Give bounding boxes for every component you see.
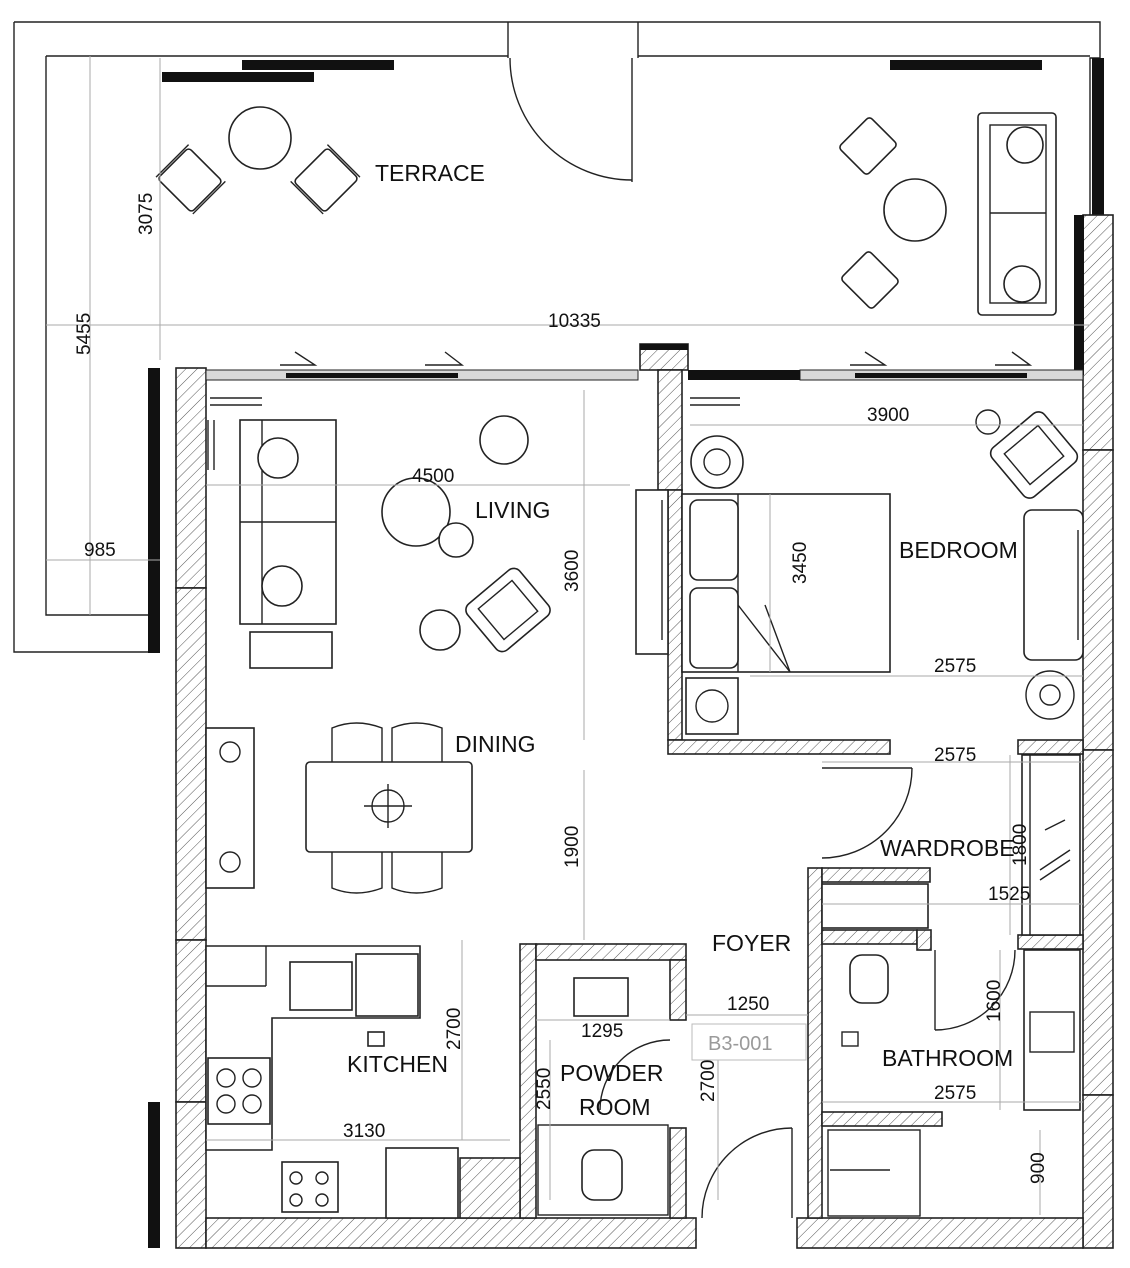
dim-foyer-depth: 2700 <box>698 1060 719 1102</box>
dimension-lines <box>46 56 1090 1215</box>
wardrobe-door <box>821 767 913 859</box>
dim-terrace-height: 3075 <box>136 193 157 235</box>
terrace-door <box>509 57 633 182</box>
dim-shower-depth: 900 <box>1028 1152 1049 1184</box>
dim-kitchen-width: 3130 <box>343 1121 385 1142</box>
dim-total-width: 10335 <box>548 311 601 332</box>
dim-kitchen-depth: 2700 <box>444 1008 465 1050</box>
room-label-powder-room: ROOM <box>579 1094 651 1120</box>
interior-walls <box>459 369 1084 1219</box>
room-label-foyer: FOYER <box>712 930 791 956</box>
unit-tag: B3-001 <box>708 1033 773 1055</box>
room-label-living: LIVING <box>475 497 550 523</box>
powder-door <box>599 1039 671 1111</box>
dim-powder-width: 1295 <box>581 1021 623 1042</box>
apartment-walls <box>148 214 1114 1249</box>
bathroom-fixtures <box>827 949 1081 1217</box>
bathroom-door <box>934 949 1016 1031</box>
dim-living-width: 4500 <box>412 466 454 487</box>
dim-dining-depth: 1900 <box>562 826 583 868</box>
terrace-seating-right <box>839 112 1057 316</box>
dim-wardrobe-depth: 1800 <box>1010 824 1031 866</box>
dim-bed-length: 3450 <box>790 542 811 584</box>
dim-bath-width: 2575 <box>934 1083 976 1104</box>
unit-tag-box <box>691 1023 807 1061</box>
room-label-wardrobe: WARDROBE <box>880 835 1015 861</box>
terrace-seating-left <box>155 106 361 215</box>
bedroom-furniture <box>635 409 1084 735</box>
dim-total-height: 5455 <box>74 313 95 355</box>
dim-powder-depth: 2550 <box>534 1068 555 1110</box>
dim-wardrobe-inner: 1525 <box>988 884 1030 905</box>
dim-bath-door: 1600 <box>984 980 1005 1022</box>
kitchen-furniture <box>205 945 459 1219</box>
room-label-terrace: TERRACE <box>375 160 485 186</box>
dining-furniture <box>205 722 473 894</box>
dim-bedroom-lower: 2575 <box>934 656 976 677</box>
living-furniture <box>207 397 740 669</box>
entrance-door <box>701 1127 793 1219</box>
room-label-bathroom: BATHROOM <box>882 1045 1013 1071</box>
dim-terrace-depth: 985 <box>84 540 116 561</box>
room-label-kitchen: KITCHEN <box>347 1051 448 1077</box>
terrace-outline <box>13 21 1104 653</box>
room-label-dining: DINING <box>455 731 536 757</box>
dim-living-depth: 3600 <box>562 550 583 592</box>
dim-bedroom-width: 3900 <box>867 405 909 426</box>
room-label-bedroom: BEDROOM <box>899 537 1018 563</box>
room-label-powder: POWDER <box>560 1060 664 1086</box>
powder-fixtures <box>537 977 669 1216</box>
dim-foyer-width: 1250 <box>727 994 769 1015</box>
dim-wardrobe-width: 2575 <box>934 745 976 766</box>
wardrobe-unit <box>821 754 1081 936</box>
